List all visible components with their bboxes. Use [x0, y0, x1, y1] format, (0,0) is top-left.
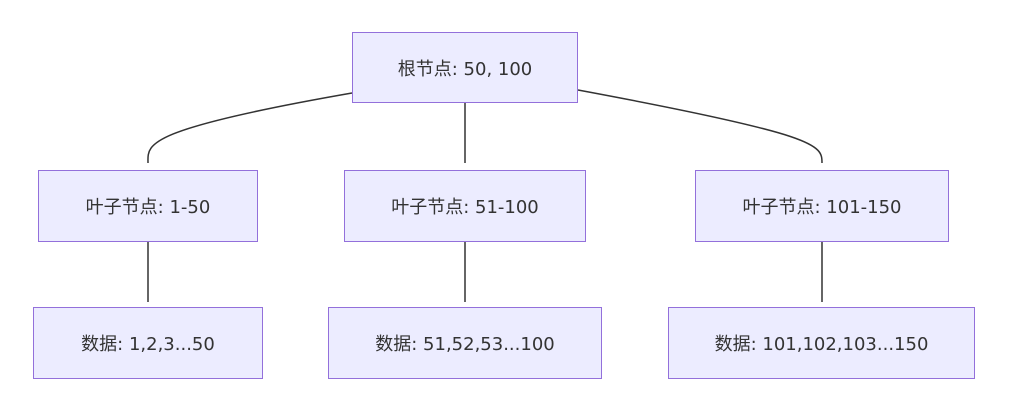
data-node-1: 数据: 1,2,3...50 [33, 307, 263, 379]
leaf-node-1-50: 叶子节点: 1-50 [38, 170, 258, 242]
data-node-3: 数据: 101,102,103...150 [668, 307, 975, 379]
leaf-node-101-150: 叶子节点: 101-150 [695, 170, 949, 242]
edge-root-leaf-3 [577, 89, 823, 164]
leaf-node-51-100: 叶子节点: 51-100 [344, 170, 586, 242]
root-node: 根节点: 50, 100 [352, 32, 578, 103]
edge-root-leaf-1 [147, 92, 353, 164]
data-node-2: 数据: 51,52,53...100 [328, 307, 602, 379]
